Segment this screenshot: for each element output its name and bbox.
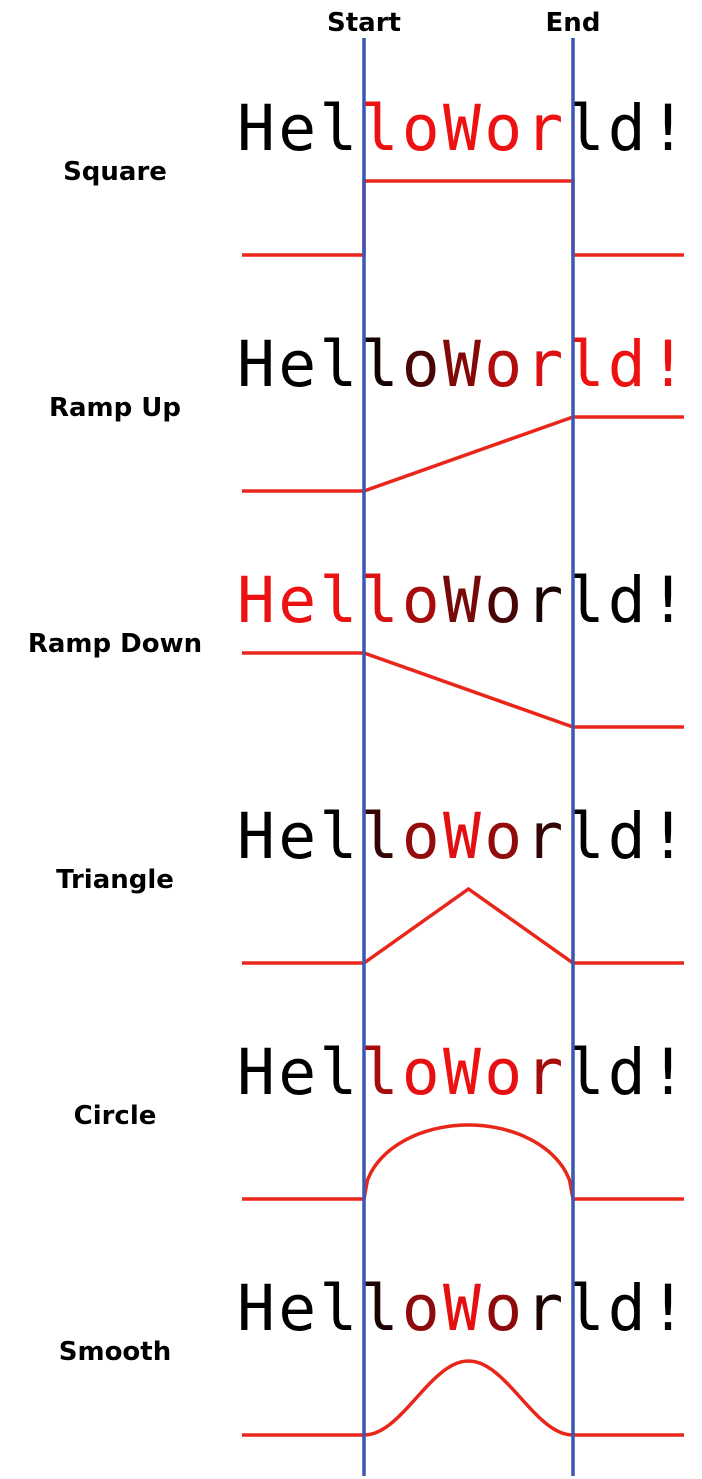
start-marker-label: Start: [327, 8, 401, 38]
sample-char: o: [484, 1036, 522, 1109]
sample-char: d: [608, 1272, 646, 1345]
waveform-square: [242, 179, 684, 257]
waveform-smooth: [242, 1359, 684, 1437]
sample-char: o: [484, 564, 522, 637]
sample-char: o: [402, 92, 440, 165]
sample-char: d: [608, 328, 646, 401]
sample-char: !: [649, 1272, 687, 1345]
sample-char: H: [237, 328, 275, 401]
sample-char: l: [319, 800, 357, 873]
sample-char: l: [361, 328, 399, 401]
sample-char: W: [443, 328, 481, 401]
sample-char: d: [608, 1036, 646, 1109]
sample-char: o: [484, 92, 522, 165]
sample-char: W: [443, 800, 481, 873]
sample-char: o: [402, 800, 440, 873]
sample-char: !: [649, 1036, 687, 1109]
sample-char: W: [443, 92, 481, 165]
sample-char: l: [319, 92, 357, 165]
sample-char: !: [649, 328, 687, 401]
sample-char: e: [278, 1036, 316, 1109]
sample-char: d: [608, 92, 646, 165]
sample-char: o: [484, 800, 522, 873]
sample-char: d: [608, 800, 646, 873]
sample-char: !: [649, 564, 687, 637]
waveform-ramp-down: [242, 651, 684, 729]
sample-char: o: [402, 1036, 440, 1109]
row-label-circle: Circle: [74, 1101, 157, 1131]
sample-char: r: [525, 92, 563, 165]
sample-char: e: [278, 564, 316, 637]
sample-char: H: [237, 1036, 275, 1109]
sample-char: H: [237, 564, 275, 637]
sample-char: e: [278, 1272, 316, 1345]
row-label-triangle: Triangle: [56, 865, 174, 895]
sample-char: o: [402, 564, 440, 637]
sample-char: o: [402, 328, 440, 401]
row-label-square: Square: [63, 157, 167, 187]
sample-text-circle: HelloWorld!: [237, 1036, 687, 1109]
sample-char: d: [608, 564, 646, 637]
sample-char: !: [649, 92, 687, 165]
sample-char: l: [319, 564, 357, 637]
sample-char: e: [278, 328, 316, 401]
sample-char: e: [278, 800, 316, 873]
waveform-ramp-up: [242, 415, 684, 493]
sample-char: l: [319, 1272, 357, 1345]
sample-char: o: [484, 1272, 522, 1345]
sample-char: o: [484, 328, 522, 401]
waveform-circle: [242, 1123, 684, 1201]
sample-char: l: [319, 1036, 357, 1109]
sample-char: r: [525, 1272, 563, 1345]
sample-char: r: [525, 328, 563, 401]
sample-char: e: [278, 92, 316, 165]
sample-char: l: [361, 564, 399, 637]
sample-text-square: HelloWorld!: [237, 92, 687, 165]
sample-char: l: [361, 1272, 399, 1345]
sample-text-triangle: HelloWorld!: [237, 800, 687, 873]
sample-text-smooth: HelloWorld!: [237, 1272, 687, 1345]
sample-char: H: [237, 1272, 275, 1345]
sample-char: o: [402, 1272, 440, 1345]
sample-char: W: [443, 1272, 481, 1345]
sample-char: H: [237, 800, 275, 873]
sample-char: W: [443, 564, 481, 637]
sample-char: l: [319, 328, 357, 401]
sample-char: r: [525, 1036, 563, 1109]
row-label-smooth: Smooth: [59, 1337, 171, 1367]
sample-text-ramp-down: HelloWorld!: [237, 564, 687, 637]
row-label-ramp-up: Ramp Up: [49, 393, 181, 423]
sample-char: !: [649, 800, 687, 873]
sample-char: l: [361, 800, 399, 873]
waveform-triangle: [242, 886, 684, 965]
sample-char: r: [525, 564, 563, 637]
sample-text-ramp-up: HelloWorld!: [237, 328, 687, 401]
row-label-ramp-down: Ramp Down: [28, 629, 202, 659]
sample-char: W: [443, 1036, 481, 1109]
sample-char: l: [361, 92, 399, 165]
sample-char: H: [237, 92, 275, 165]
sample-char: r: [525, 800, 563, 873]
sample-char: l: [361, 1036, 399, 1109]
end-marker-label: End: [546, 8, 601, 38]
